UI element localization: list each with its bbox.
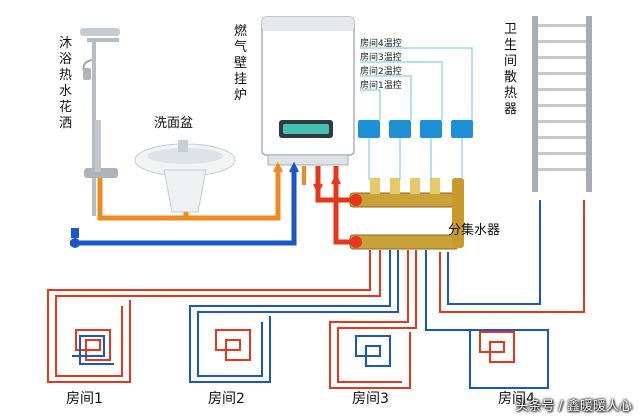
flow-arrows [273, 161, 341, 195]
hot-water-pipes [97, 166, 281, 221]
room1-label: 房间1 [66, 391, 103, 407]
manifold-label: 分集水器 [448, 223, 501, 238]
thermostats [358, 47, 473, 180]
thermostat-label-room4: 房间4温控 [360, 39, 402, 49]
basin-label: 洗面盆 [154, 116, 194, 131]
boiler-label: 燃气壁挂炉 [233, 24, 247, 103]
boiler-manifold-pipes [302, 166, 350, 245]
floor-heating-loops [47, 250, 549, 389]
shower-fixture [80, 28, 120, 216]
shower-label: 沐浴热水花洒 [58, 36, 72, 131]
watermark: 头条号 / 鑫暖暖人心 [515, 399, 632, 414]
washbasin [134, 140, 236, 213]
room2-label: 房间2 [208, 391, 245, 407]
room3-label: 房间3 [352, 391, 389, 407]
gas-boiler [261, 16, 355, 166]
room4-label: 房间4 [498, 391, 535, 407]
thermostat-label-room2: 房间2温控 [360, 67, 402, 77]
cold-water-pipe [70, 166, 297, 248]
bathroom-radiator [439, 16, 592, 313]
thermostat-label-room3: 房间3温控 [360, 53, 402, 63]
thermostat-label-room1: 房间1温控 [360, 81, 402, 91]
manifold [349, 178, 464, 250]
radiator-label: 卫生间散热器 [503, 22, 517, 117]
